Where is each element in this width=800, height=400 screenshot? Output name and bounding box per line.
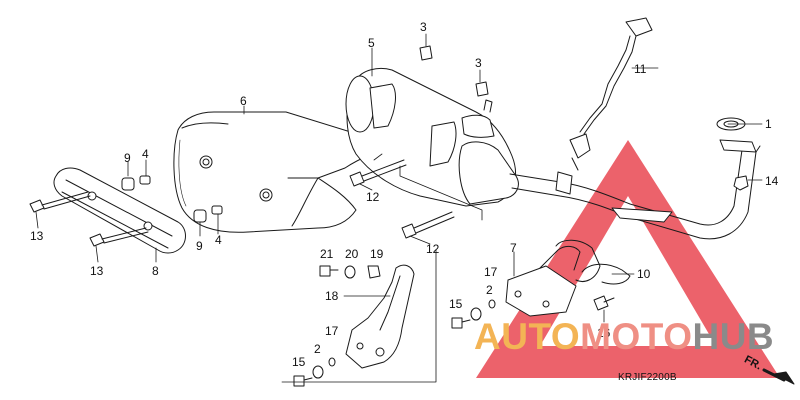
- bolt-13-upper: [29, 191, 91, 213]
- callout-7: 7: [510, 241, 517, 255]
- callout-2-upper: 2: [486, 283, 493, 297]
- front-arrow-icon: [762, 368, 795, 385]
- mounting-band: [53, 167, 186, 254]
- callout-14: 14: [765, 174, 779, 188]
- watermark-triangle: [476, 140, 780, 378]
- collar-4-lower: [211, 205, 223, 215]
- callout-13-upper: 13: [30, 229, 44, 243]
- washer-2-upper: [470, 307, 482, 321]
- grommet-9-lower: [193, 209, 207, 223]
- bolt-12-lower: [401, 211, 455, 239]
- bolt-12-upper: [349, 159, 407, 187]
- callout-8: 8: [152, 264, 159, 278]
- washer-2-lower: [312, 365, 324, 379]
- callout-5: 5: [368, 36, 375, 50]
- callout-11: 11: [634, 62, 647, 76]
- callout-10: 10: [637, 267, 651, 281]
- callout-15-lower: 15: [292, 355, 306, 369]
- callout-4-upper: 4: [142, 147, 149, 161]
- collar-20: [344, 265, 356, 279]
- callout-6: 6: [240, 94, 247, 108]
- callout-17-upper: 17: [484, 265, 498, 279]
- grommet-9-upper: [121, 177, 135, 191]
- grommet-17-upper: [488, 299, 496, 309]
- flange-nut: [733, 175, 749, 191]
- callout-12-lower: 12: [426, 242, 440, 256]
- cap-3-lower: [475, 81, 489, 97]
- watermark-part-auto: AUTO: [474, 316, 581, 357]
- callout-16: 16: [597, 326, 611, 340]
- watermark-part-moto: MOTO: [580, 316, 693, 357]
- callout-2-lower: 2: [314, 342, 321, 356]
- grommet-17-lower: [328, 357, 336, 367]
- bolt-21: [319, 265, 339, 277]
- clamp-band: [555, 239, 631, 285]
- pipe-bracket: [505, 245, 581, 317]
- callout-15-upper: 15: [449, 297, 463, 311]
- callout-17-lower: 17: [325, 324, 339, 338]
- bolt-13-lower: [89, 227, 149, 247]
- callout-21: 21: [320, 247, 334, 261]
- watermark-text: AUTOMOTOHUB: [474, 318, 774, 355]
- callout-9-lower: 9: [196, 239, 203, 253]
- heat-shield: [173, 111, 397, 233]
- exhaust-pipe: [509, 139, 761, 240]
- callout-4-lower: 4: [215, 233, 222, 247]
- bolt-15-upper: [451, 317, 471, 329]
- callout-13-lower: 13: [90, 264, 104, 278]
- muffler-body: [345, 67, 519, 207]
- oxygen-sensor: [569, 17, 653, 171]
- bolt-16: [593, 295, 615, 311]
- callout-18: 18: [325, 289, 339, 303]
- diagram-code: KRJIF2200B: [618, 372, 677, 383]
- cap-3-upper: [419, 45, 433, 61]
- nut-19: [367, 265, 381, 279]
- callout-1: 1: [765, 117, 772, 131]
- callout-20: 20: [345, 247, 359, 261]
- callout-3-upper: 3: [420, 20, 427, 34]
- callout-19: 19: [370, 247, 384, 261]
- watermark-part-hub: HUB: [692, 316, 775, 357]
- muffler-bracket: [345, 264, 415, 369]
- callout-9-upper: 9: [124, 151, 131, 165]
- leader-lines: [35, 33, 763, 383]
- callout-3-lower: 3: [475, 56, 482, 70]
- collar-4-upper: [139, 175, 151, 185]
- bolt-15-lower: [293, 375, 313, 387]
- callout-12-upper: 12: [366, 190, 380, 204]
